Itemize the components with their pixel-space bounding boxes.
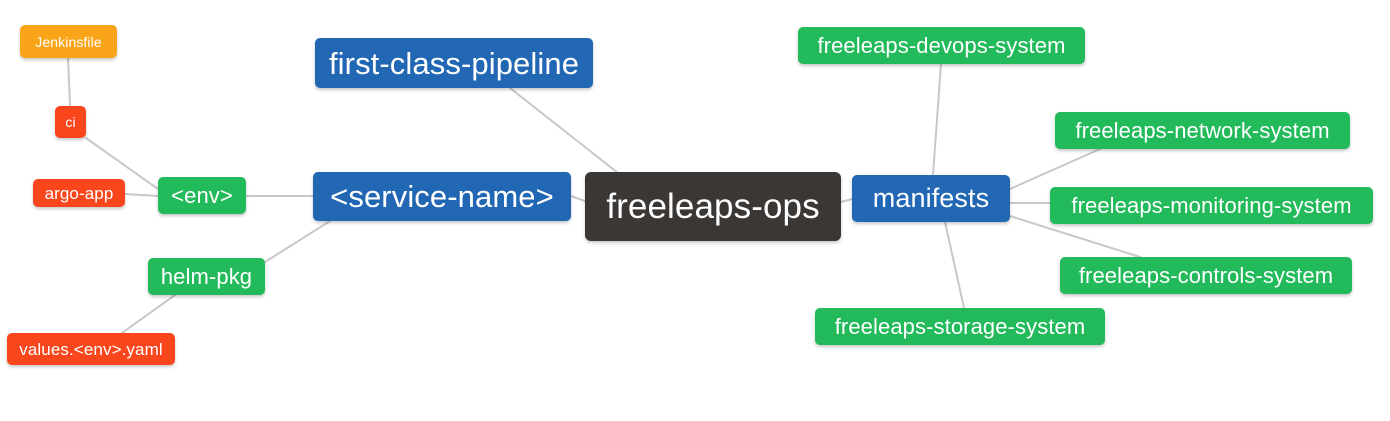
edge-root-to-service-name <box>570 195 586 202</box>
mindmap-node-argo-app[interactable]: argo-app <box>33 179 125 207</box>
node-label: <service-name> <box>330 179 554 214</box>
edge-service-name-to-helm-pkg <box>264 220 331 263</box>
edge-helm-pkg-to-values-yaml <box>121 294 176 334</box>
edge-manifests-to-network-system <box>1009 148 1101 190</box>
mindmap-node-devops-system[interactable]: freeleaps-devops-system <box>798 27 1085 64</box>
edge-env-to-argo-app <box>124 193 159 197</box>
mindmap-node-env[interactable]: <env> <box>158 177 246 214</box>
node-label: manifests <box>872 183 990 213</box>
node-label: <env> <box>171 182 233 208</box>
edge-ci-to-jenkinsfile <box>67 57 71 107</box>
mindmap-node-controls-system[interactable]: freeleaps-controls-system <box>1060 257 1352 294</box>
mindmap-node-storage-system[interactable]: freeleaps-storage-system <box>815 308 1105 345</box>
node-label: freeleaps-ops <box>606 187 820 226</box>
mindmap-node-service-name[interactable]: <service-name> <box>313 172 571 221</box>
mindmap-node-network-system[interactable]: freeleaps-network-system <box>1055 112 1350 149</box>
node-label: freeleaps-storage-system <box>834 313 1086 339</box>
mindmap-node-ci[interactable]: ci <box>55 106 86 138</box>
mindmap-node-jenkinsfile[interactable]: Jenkinsfile <box>20 25 117 58</box>
node-label: freeleaps-devops-system <box>817 32 1066 58</box>
mindmap-node-root[interactable]: freeleaps-ops <box>585 172 841 241</box>
node-label: freeleaps-controls-system <box>1078 262 1334 288</box>
edge-manifests-to-controls-system <box>1009 215 1141 258</box>
node-label: freeleaps-monitoring-system <box>1071 192 1352 218</box>
mindmap-node-manifests[interactable]: manifests <box>852 175 1010 222</box>
mindmap-node-pipeline[interactable]: first-class-pipeline <box>315 38 593 88</box>
edge-env-to-ci <box>85 137 159 190</box>
node-label: freeleaps-network-system <box>1075 117 1330 143</box>
mindmap-node-helm-pkg[interactable]: helm-pkg <box>148 258 265 295</box>
edge-root-to-pipeline <box>509 87 619 174</box>
node-label: ci <box>65 114 76 130</box>
node-label: values.<env>.yaml <box>19 339 163 359</box>
edge-manifests-to-devops-system <box>932 63 942 176</box>
node-label: first-class-pipeline <box>328 45 580 81</box>
edge-root-to-manifests <box>840 198 853 203</box>
mindmap-node-values-yaml[interactable]: values.<env>.yaml <box>7 333 175 365</box>
node-label: Jenkinsfile <box>35 33 102 50</box>
node-label: helm-pkg <box>160 263 253 289</box>
mindmap-node-monitoring-system[interactable]: freeleaps-monitoring-system <box>1050 187 1373 224</box>
edge-manifests-to-storage-system <box>944 221 965 309</box>
node-label: argo-app <box>44 183 114 203</box>
